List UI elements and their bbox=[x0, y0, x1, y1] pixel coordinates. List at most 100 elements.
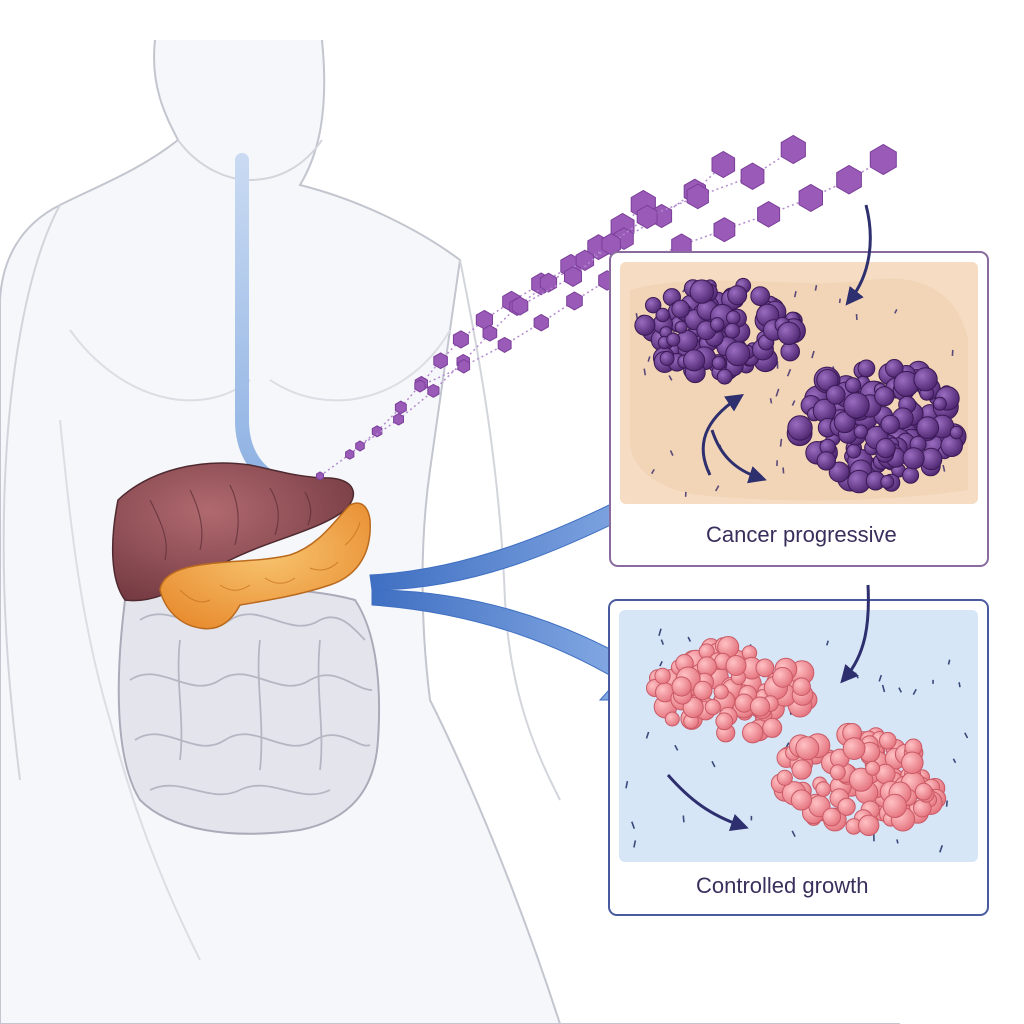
cell bbox=[822, 807, 842, 827]
cell bbox=[792, 677, 811, 697]
molecule-hexagon bbox=[316, 471, 324, 481]
molecule-bond bbox=[376, 406, 402, 432]
tissue-speck bbox=[775, 388, 780, 397]
cancer-progressive-panel bbox=[609, 251, 989, 567]
molecule-hexagon bbox=[711, 150, 736, 179]
tissue-speck bbox=[947, 659, 951, 665]
molecule-hexagon bbox=[482, 324, 498, 342]
molecule-hexagon bbox=[575, 249, 595, 271]
tissue-speck bbox=[779, 438, 783, 447]
cell bbox=[828, 461, 850, 483]
cell bbox=[880, 414, 900, 435]
tissue-speck bbox=[958, 682, 961, 688]
molecule-hexagon bbox=[345, 449, 355, 460]
molecule-hexagon bbox=[636, 204, 658, 229]
tissue-speck bbox=[793, 291, 797, 298]
cell bbox=[837, 797, 856, 816]
cell bbox=[902, 466, 920, 484]
healthy-cell-clusters bbox=[625, 628, 969, 853]
cell bbox=[727, 285, 748, 306]
molecule-hexagon bbox=[414, 379, 426, 393]
tissue-speck bbox=[826, 640, 829, 646]
cell bbox=[776, 769, 793, 786]
molecule-hexagon bbox=[757, 201, 781, 228]
stomach bbox=[111, 462, 355, 602]
chest-line bbox=[69, 329, 251, 402]
tissue-speck bbox=[715, 485, 720, 492]
cell bbox=[816, 451, 836, 471]
cell bbox=[914, 782, 933, 801]
cell bbox=[755, 658, 775, 678]
cell bbox=[843, 392, 870, 419]
cell bbox=[846, 443, 862, 459]
molecule-hexagon bbox=[394, 400, 407, 415]
cell bbox=[902, 447, 925, 470]
tissue-speck bbox=[682, 815, 685, 823]
molecule-bond bbox=[319, 453, 351, 477]
tissue-speck bbox=[791, 400, 796, 406]
tissue-speck bbox=[711, 760, 716, 768]
tissue-speck bbox=[769, 398, 773, 404]
molecule-hexagon bbox=[511, 296, 529, 316]
cell bbox=[645, 297, 662, 314]
cell bbox=[666, 332, 681, 347]
tissue-speck bbox=[645, 731, 650, 739]
intestine-mass bbox=[117, 587, 381, 835]
molecule-hexagon bbox=[533, 313, 549, 332]
tissue-speck bbox=[912, 688, 917, 695]
tissue-speck bbox=[945, 800, 948, 807]
cell bbox=[949, 425, 964, 440]
controlled-growth-panel bbox=[608, 599, 989, 916]
molecule-hexagon bbox=[686, 183, 709, 210]
tissue-speck bbox=[633, 840, 637, 848]
tissue-speck bbox=[814, 285, 818, 291]
molecule-bond bbox=[432, 361, 464, 392]
controlled-growth-label: Controlled growth bbox=[696, 873, 869, 898]
cell bbox=[659, 351, 675, 366]
molecule-bond bbox=[349, 430, 378, 455]
cell bbox=[742, 722, 764, 744]
cell bbox=[879, 731, 897, 750]
tissue-speck bbox=[939, 845, 944, 853]
tissue-speck bbox=[659, 660, 663, 667]
cancer-progressive-label: Cancer progressive bbox=[706, 522, 897, 547]
cell bbox=[634, 314, 656, 336]
tissue-speck bbox=[782, 467, 785, 474]
tissue-speck bbox=[625, 780, 629, 789]
cell bbox=[683, 349, 706, 372]
neck-line bbox=[177, 139, 323, 182]
cell bbox=[725, 655, 747, 676]
molecule-hexagon bbox=[836, 164, 862, 195]
cell bbox=[787, 415, 813, 441]
cell bbox=[713, 684, 729, 700]
cell bbox=[875, 438, 896, 459]
cell bbox=[865, 760, 881, 776]
tissue-speck bbox=[811, 350, 815, 359]
tissue-speck bbox=[631, 821, 636, 829]
tissue-speck bbox=[687, 636, 692, 642]
cell bbox=[913, 367, 938, 392]
tissue-speck bbox=[838, 298, 841, 304]
cell bbox=[795, 736, 820, 761]
tissue-speck bbox=[668, 375, 673, 381]
tissue-speck bbox=[964, 732, 969, 739]
arrow-into-cancer-panel bbox=[845, 204, 872, 306]
cell bbox=[858, 814, 880, 836]
cell bbox=[674, 320, 688, 334]
cell bbox=[772, 666, 793, 688]
cancer-cycle-arrow-1 bbox=[701, 394, 744, 476]
tissue-speck bbox=[785, 742, 790, 748]
cell bbox=[777, 321, 801, 345]
tissue-speck bbox=[878, 674, 883, 682]
tissue-speck bbox=[952, 758, 957, 764]
cell bbox=[711, 355, 726, 371]
tissue-speck bbox=[660, 639, 665, 645]
cell bbox=[790, 789, 813, 811]
stomach-shape bbox=[111, 462, 355, 602]
cell bbox=[689, 279, 714, 304]
molecule-hexagon bbox=[457, 358, 471, 374]
cell bbox=[726, 310, 741, 325]
side-line-left bbox=[59, 419, 201, 961]
molecule-bond bbox=[419, 365, 465, 387]
